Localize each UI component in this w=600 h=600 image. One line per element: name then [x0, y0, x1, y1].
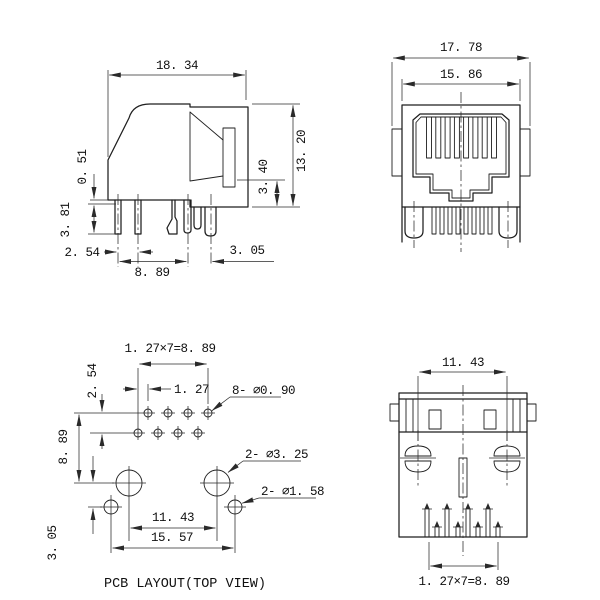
- dim-pcb-row-to-post: 8. 89: [57, 429, 71, 464]
- top-view-centerlines: [417, 385, 508, 556]
- dim-side-width: 18. 34: [156, 59, 198, 73]
- front-view: 17. 78 15. 86: [391, 41, 531, 252]
- side-view-dimensions: [88, 70, 300, 264]
- front-view-centerlines: [413, 92, 509, 252]
- top-view: 11. 43 1. 27×7=8. 89: [389, 356, 537, 589]
- dim-side-pin-length: 3. 81: [59, 202, 73, 237]
- side-view: 18. 34 0. 51 3. 81 2. 54 8. 89 3. 05 3. …: [59, 59, 309, 280]
- top-view-dimensions: [417, 369, 508, 570]
- side-view-centerlines: [117, 194, 212, 267]
- label-pin-holes: 8- ⌀0. 90: [232, 384, 295, 398]
- label-post-holes: 2- ⌀3. 25: [245, 448, 308, 462]
- dim-pcb-peg-spacing: 15. 57: [151, 531, 193, 545]
- pcb-holes: [100, 406, 246, 515]
- pcb-layout-caption: PCB LAYOUT(TOP VIEW): [104, 577, 266, 592]
- front-view-dimensions: [391, 55, 531, 126]
- pcb-layout-view: 1. 27×7=8. 89 2. 54 1. 27 8- ⌀0. 90 8. 8…: [46, 342, 325, 592]
- dim-pcb-post-to-peg: 3. 05: [46, 525, 60, 560]
- front-view-pins: [431, 206, 493, 235]
- dim-pcb-span: 1. 27×7=8. 89: [124, 342, 215, 356]
- top-view-pins: [422, 503, 503, 538]
- front-view-body: [391, 104, 531, 243]
- side-view-body: [107, 103, 249, 237]
- dim-top-pin-span: 1. 27×7=8. 89: [418, 575, 509, 589]
- dim-side-cavity: 3. 40: [257, 159, 271, 194]
- dim-side-pitch: 2. 54: [64, 246, 99, 260]
- dim-pcb-pitch: 1. 27: [174, 383, 209, 397]
- dim-side-standoff: 0. 51: [76, 149, 90, 184]
- dim-side-height: 13. 20: [295, 130, 309, 172]
- dim-pcb-post-spacing: 11. 43: [152, 511, 194, 525]
- dim-front-outer-width: 17. 78: [440, 41, 482, 55]
- dim-front-inner-width: 15. 86: [440, 68, 482, 82]
- pcb-dimensions: [74, 361, 316, 553]
- dim-side-post: 3. 05: [229, 244, 264, 258]
- contact-fingers: [426, 116, 497, 159]
- label-peg-holes: 2- ⌀1. 58: [261, 485, 324, 499]
- dim-pcb-row-offset: 2. 54: [86, 363, 100, 398]
- dim-top-post-spacing: 11. 43: [442, 356, 484, 370]
- dim-side-span: 8. 89: [134, 266, 169, 280]
